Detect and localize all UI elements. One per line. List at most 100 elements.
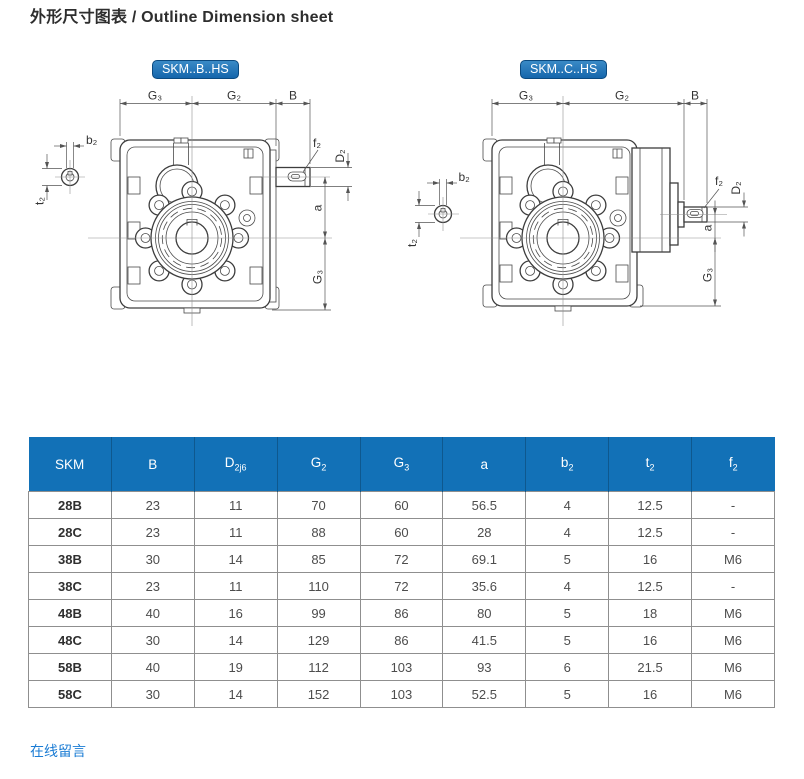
dim-label-a: a xyxy=(701,224,715,231)
dim-label-g3-top: G₃ xyxy=(148,89,162,103)
value-cell: M6 xyxy=(691,680,775,708)
value-cell: 30 xyxy=(110,545,195,573)
outline-drawing-skm-b-hs: G₃ G₂ B b₂ t₂ f₂ D₂ a G₃ xyxy=(35,89,352,326)
value-cell: 28 xyxy=(442,518,527,546)
value-cell: M6 xyxy=(691,599,775,627)
value-cell: 12.5 xyxy=(608,518,692,546)
value-cell: 112 xyxy=(276,653,361,681)
dim-label-d2: D₂ xyxy=(729,181,743,195)
value-cell: 4 xyxy=(525,518,610,546)
column-header-skm: SKM xyxy=(28,437,112,492)
value-cell: 86 xyxy=(359,626,444,654)
value-cell: 11 xyxy=(193,572,278,600)
value-cell: 5 xyxy=(525,545,610,573)
dim-label-g2-top: G₂ xyxy=(615,89,629,103)
centerlines xyxy=(428,96,727,326)
value-cell: 4 xyxy=(525,491,610,519)
value-cell: 12.5 xyxy=(608,491,692,519)
dim-label-f2: f₂ xyxy=(313,136,321,150)
column-header-b2: b2 xyxy=(525,437,610,492)
column-header-t2: t2 xyxy=(608,437,692,492)
value-cell: 41.5 xyxy=(442,626,527,654)
dim-label-a: a xyxy=(311,204,325,211)
value-cell: 72 xyxy=(359,572,444,600)
column-header-g3: G3 xyxy=(360,437,444,492)
column-header-g2: G2 xyxy=(277,437,361,492)
value-cell: - xyxy=(691,518,775,546)
value-cell: 16 xyxy=(193,599,278,627)
oil-plug xyxy=(609,209,627,227)
value-cell: 35.6 xyxy=(442,572,527,600)
value-cell: 30 xyxy=(110,626,195,654)
model-cell: 48B xyxy=(28,599,112,627)
value-cell: 14 xyxy=(193,545,278,573)
value-cell: 103 xyxy=(359,653,444,681)
model-cell: 58B xyxy=(28,653,112,681)
value-cell: 5 xyxy=(525,680,610,708)
value-cell: 93 xyxy=(442,653,527,681)
outline-drawing-skm-c-hs: G₃ G₂ B b₂ t₂ f₂ D₂ a G₃ xyxy=(405,89,748,326)
value-cell: 14 xyxy=(193,626,278,654)
dim-label-b2: b₂ xyxy=(459,170,471,184)
value-cell: 88 xyxy=(276,518,361,546)
value-cell: 152 xyxy=(276,680,361,708)
value-cell: 72 xyxy=(359,545,444,573)
dim-label-t2: t₂ xyxy=(35,197,47,205)
dim-label-g2-top: G₂ xyxy=(227,89,241,103)
value-cell: 85 xyxy=(276,545,361,573)
oil-plug xyxy=(238,209,256,227)
dim-label-g3-side: G₃ xyxy=(311,270,325,284)
page-title: 外形尺寸图表 / Outline Dimension sheet xyxy=(30,9,334,26)
variant-badge-skm-b-hs: SKM..B..HS xyxy=(152,60,239,79)
value-cell: 21.5 xyxy=(608,653,692,681)
centerlines xyxy=(55,96,332,326)
value-cell: 86 xyxy=(359,599,444,627)
value-cell: 69.1 xyxy=(442,545,527,573)
value-cell: 11 xyxy=(193,518,278,546)
value-cell: 19 xyxy=(193,653,278,681)
value-cell: M6 xyxy=(691,626,775,654)
value-cell: 23 xyxy=(110,518,195,546)
model-cell: 38C xyxy=(28,572,112,600)
column-header-d2j6: D2j6 xyxy=(194,437,278,492)
value-cell: 70 xyxy=(276,491,361,519)
dim-label-g3-top: G₃ xyxy=(519,89,533,103)
value-cell: 30 xyxy=(110,680,195,708)
dim-label-t2: t₂ xyxy=(405,239,419,247)
value-cell: 16 xyxy=(608,680,692,708)
value-cell: 40 xyxy=(110,599,195,627)
value-cell: 23 xyxy=(110,572,195,600)
value-cell: 60 xyxy=(359,491,444,519)
column-header-f2: f2 xyxy=(691,437,775,492)
dimension-lines xyxy=(415,99,748,307)
value-cell: 16 xyxy=(608,626,692,654)
dim-label-b-top: B xyxy=(691,89,699,103)
value-cell: M6 xyxy=(691,653,775,681)
dim-label-g3-side: G₃ xyxy=(701,268,715,282)
value-cell: 60 xyxy=(359,518,444,546)
value-cell: 5 xyxy=(525,626,610,654)
value-cell: 16 xyxy=(608,545,692,573)
value-cell: 110 xyxy=(276,572,361,600)
model-cell: 38B xyxy=(28,545,112,573)
value-cell: 129 xyxy=(276,626,361,654)
online-message-link[interactable]: 在线留言 xyxy=(30,743,86,759)
value-cell: 23 xyxy=(110,491,195,519)
model-cell: 48C xyxy=(28,626,112,654)
value-cell: 52.5 xyxy=(442,680,527,708)
dim-label-b2: b₂ xyxy=(86,133,98,147)
value-cell: 12.5 xyxy=(608,572,692,600)
model-cell: 58C xyxy=(28,680,112,708)
column-header-b: B xyxy=(111,437,195,492)
value-cell: - xyxy=(691,572,775,600)
value-cell: 40 xyxy=(110,653,195,681)
value-cell: - xyxy=(691,491,775,519)
